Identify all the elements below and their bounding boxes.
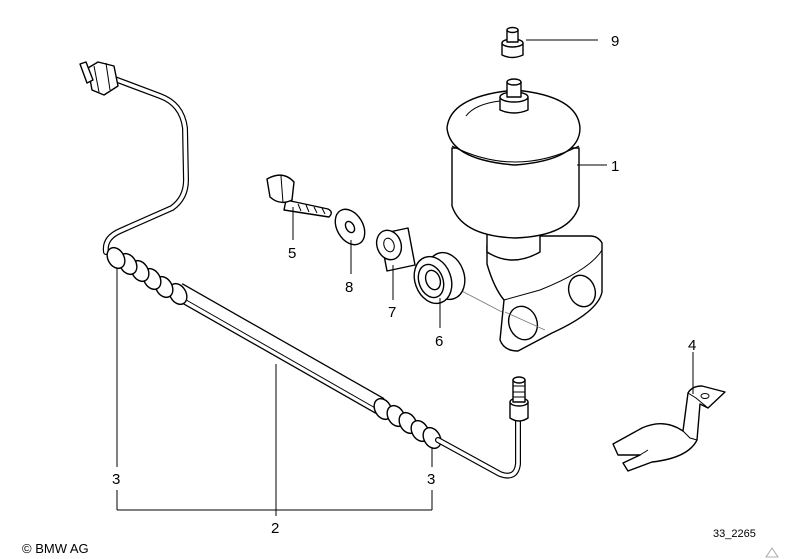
part-3-brake-pipe-right[interactable]	[435, 376, 529, 479]
corner-triangle-icon	[765, 547, 779, 558]
part-8-washer[interactable]	[329, 204, 371, 250]
callout-8: 8	[345, 279, 353, 296]
part-4-mounting-bracket[interactable]	[612, 385, 726, 472]
leader-lines	[116, 39, 694, 516]
copyright-text: © BMW AG	[22, 541, 89, 556]
part-7-spacer-sleeve[interactable]	[373, 227, 416, 272]
callout-9: 9	[611, 33, 619, 50]
part-9-bleed-screw[interactable]	[501, 26, 524, 59]
diagram-reference-code: 33_2265	[713, 528, 756, 540]
callout-4: 4	[688, 337, 696, 354]
part-1-pressure-accumulator[interactable]	[446, 78, 603, 352]
callout-1: 1	[611, 158, 619, 175]
callout-5: 5	[288, 245, 296, 262]
callout-7: 7	[388, 304, 396, 321]
callout-3-left: 3	[112, 471, 120, 488]
callout-6: 6	[435, 333, 443, 350]
part-3-brake-pipe-left[interactable]	[79, 61, 189, 255]
callout-3-right: 3	[427, 471, 435, 488]
part-6-rubber-grommet[interactable]	[408, 247, 471, 308]
part-2-brake-hose[interactable]	[104, 244, 445, 451]
part-5-bolt[interactable]	[266, 174, 332, 218]
callout-2: 2	[271, 520, 279, 537]
